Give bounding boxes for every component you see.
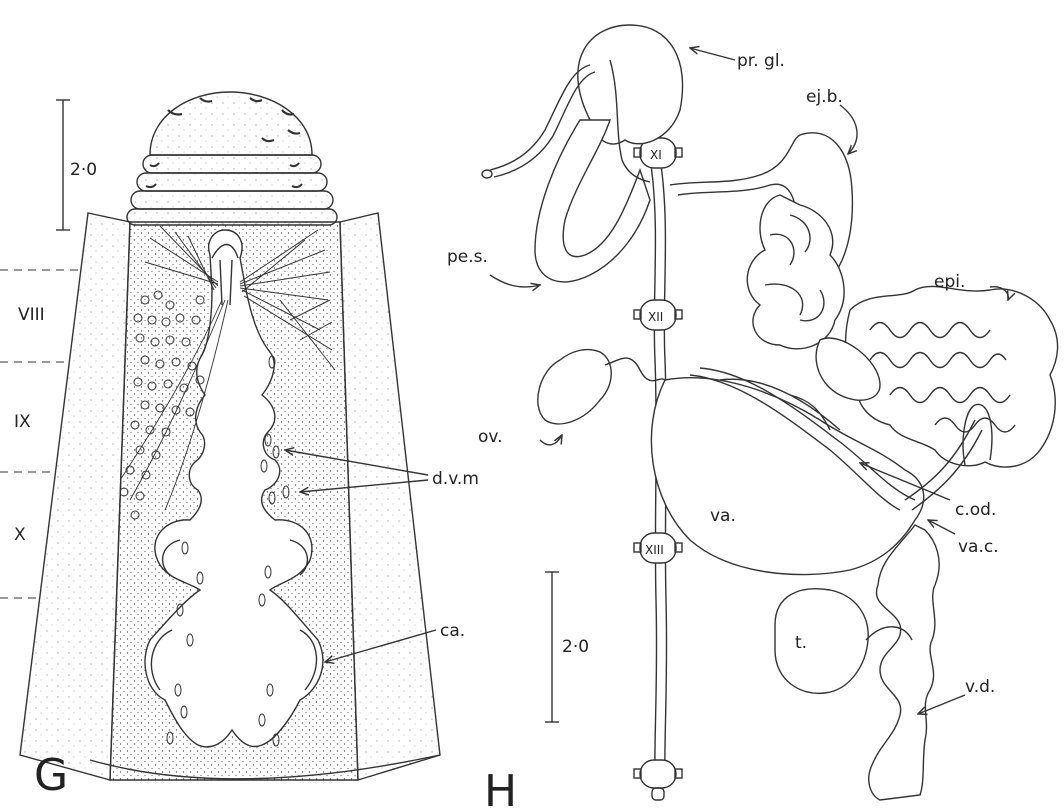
label-ej-b: ej.b. — [806, 87, 843, 107]
vas-deferens — [869, 525, 939, 800]
label-t: t. — [795, 633, 807, 653]
annulus — [143, 155, 321, 173]
panel-h-letter: H — [484, 766, 517, 811]
panel-g — [0, 92, 440, 780]
arrow-pr-gl — [690, 48, 735, 60]
penis-sheath — [535, 120, 650, 282]
panel-g-scale-value: 2·0 — [70, 160, 97, 180]
label-va-c: va.c. — [958, 537, 999, 557]
arrow-ov — [540, 435, 562, 445]
ganglion-label-xiii: XIII — [645, 543, 664, 557]
label-c-od: c.od. — [955, 500, 996, 520]
label-pe-s: pe.s. — [447, 247, 488, 267]
ovary — [538, 350, 611, 424]
label-v-d: v.d. — [965, 677, 995, 697]
segment-label-x: X — [14, 525, 26, 545]
panel-g-letter: G — [34, 750, 68, 801]
label-epi: epi. — [934, 272, 965, 292]
label-ov: ov. — [478, 427, 503, 447]
ganglion-label-xii: XII — [648, 310, 663, 324]
segment-label-viii: VIII — [18, 305, 45, 325]
testis — [775, 589, 868, 694]
panel-g-scale-bar — [56, 100, 70, 230]
ganglion-terminal — [634, 760, 682, 800]
label-va: va. — [710, 506, 736, 526]
prostomium-dome — [150, 92, 312, 155]
annulus — [131, 191, 333, 209]
arrow-va-c — [928, 520, 955, 534]
label-caeca: ca. — [440, 621, 465, 641]
panel-h-scale-bar — [545, 572, 559, 722]
ejaculatory-bulb — [747, 195, 844, 349]
label-dvm: d.v.m — [432, 469, 479, 489]
arrow-pe-s — [490, 275, 540, 287]
panel-h-scale-value: 2·0 — [562, 637, 589, 657]
segment-label-ix: IX — [14, 412, 31, 432]
arrow-ej-b — [840, 105, 857, 154]
ganglion-label-xi: XI — [650, 148, 662, 162]
annulus — [137, 173, 327, 191]
label-pr-gl: pr. gl. — [737, 51, 785, 71]
